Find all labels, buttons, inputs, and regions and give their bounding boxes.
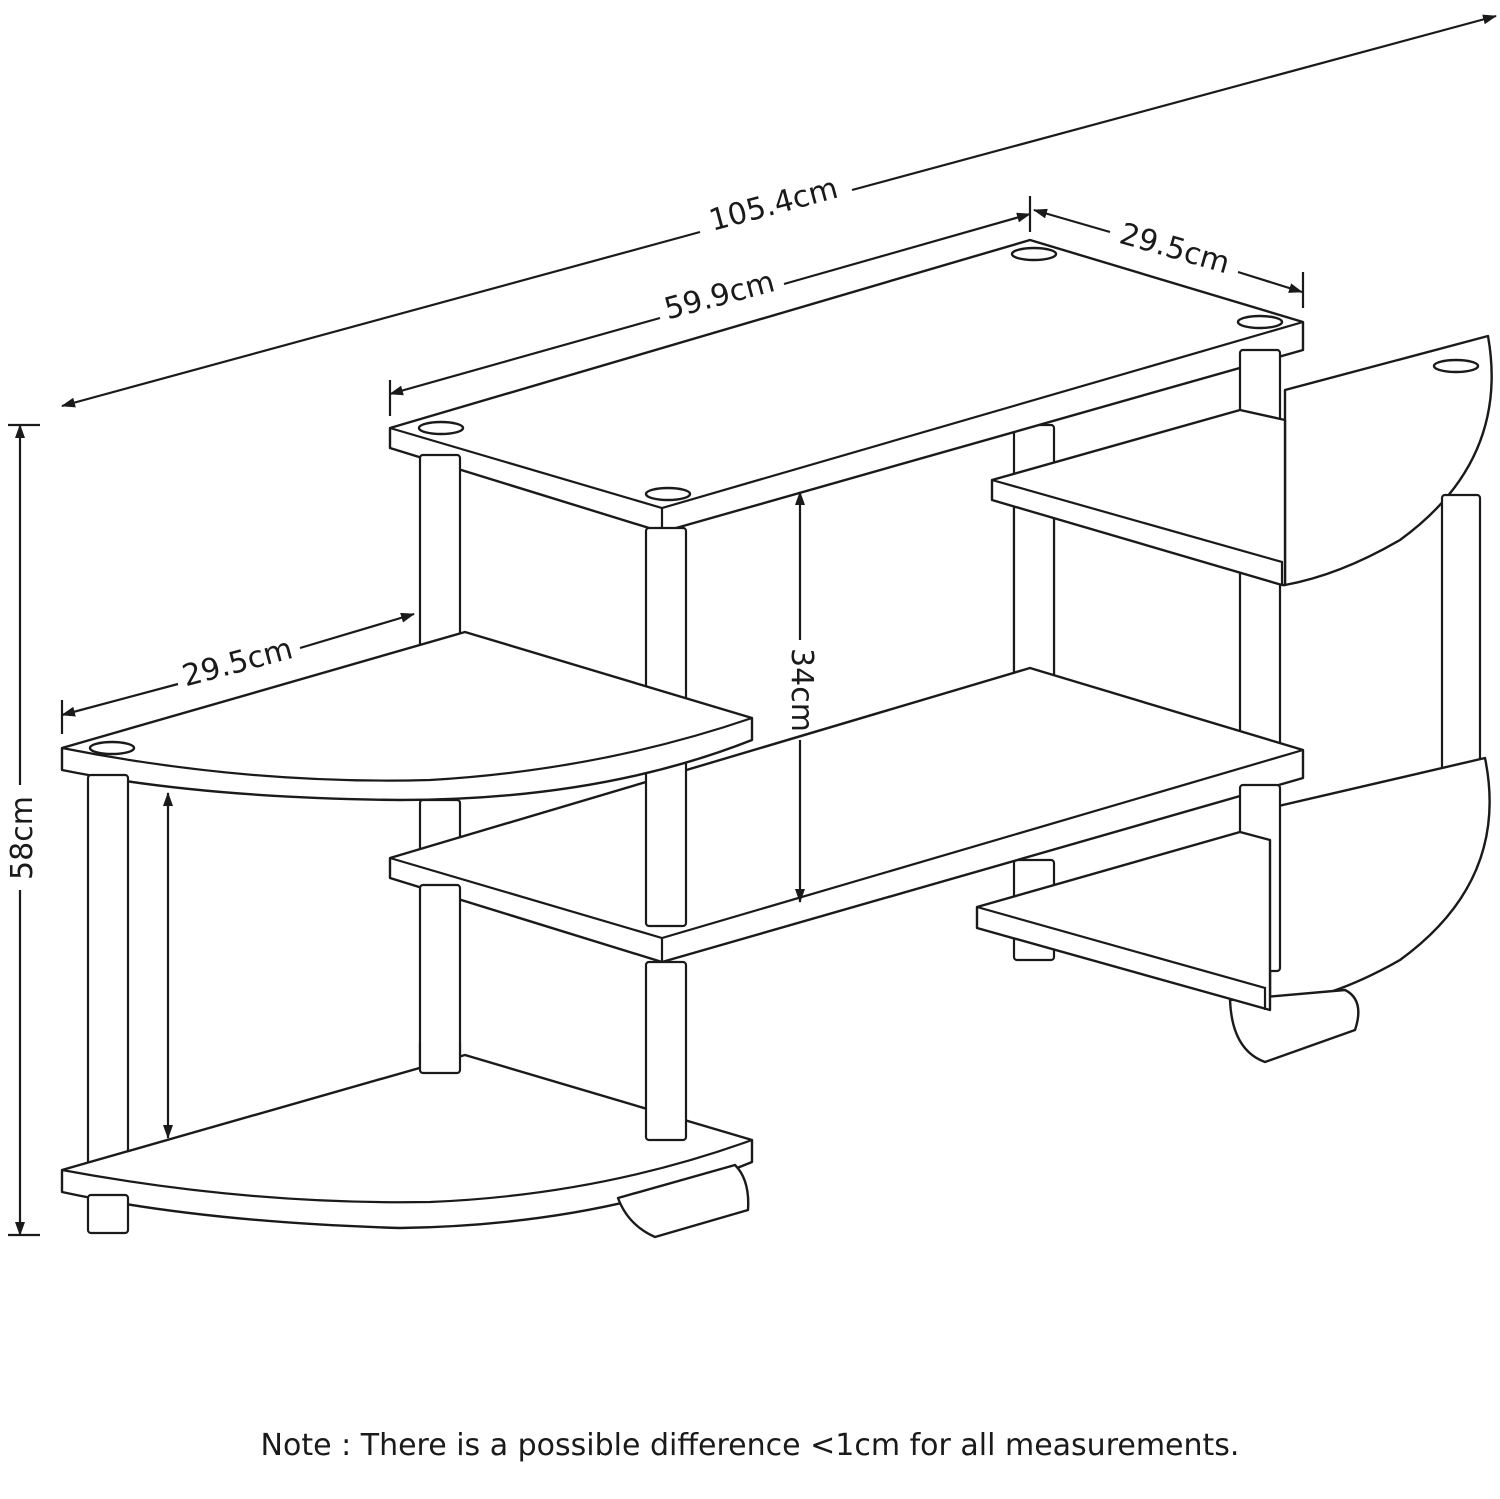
label-overall-height: 58cm bbox=[5, 796, 40, 880]
dimension-lines bbox=[8, 14, 1497, 1237]
label-overall-width: 105.4cm bbox=[705, 171, 841, 239]
label-middle-height: 34cm bbox=[784, 648, 819, 732]
lower-poles bbox=[418, 883, 688, 1142]
middle-shelf bbox=[388, 666, 1305, 973]
right-upper-shelf bbox=[990, 408, 1287, 587]
top-shelf bbox=[388, 238, 1480, 534]
right-bottom-shelf bbox=[975, 830, 1272, 1012]
measurement-note: Note : There is a possible difference <1… bbox=[260, 1428, 1240, 1463]
left-wing-shelves bbox=[60, 630, 754, 1239]
